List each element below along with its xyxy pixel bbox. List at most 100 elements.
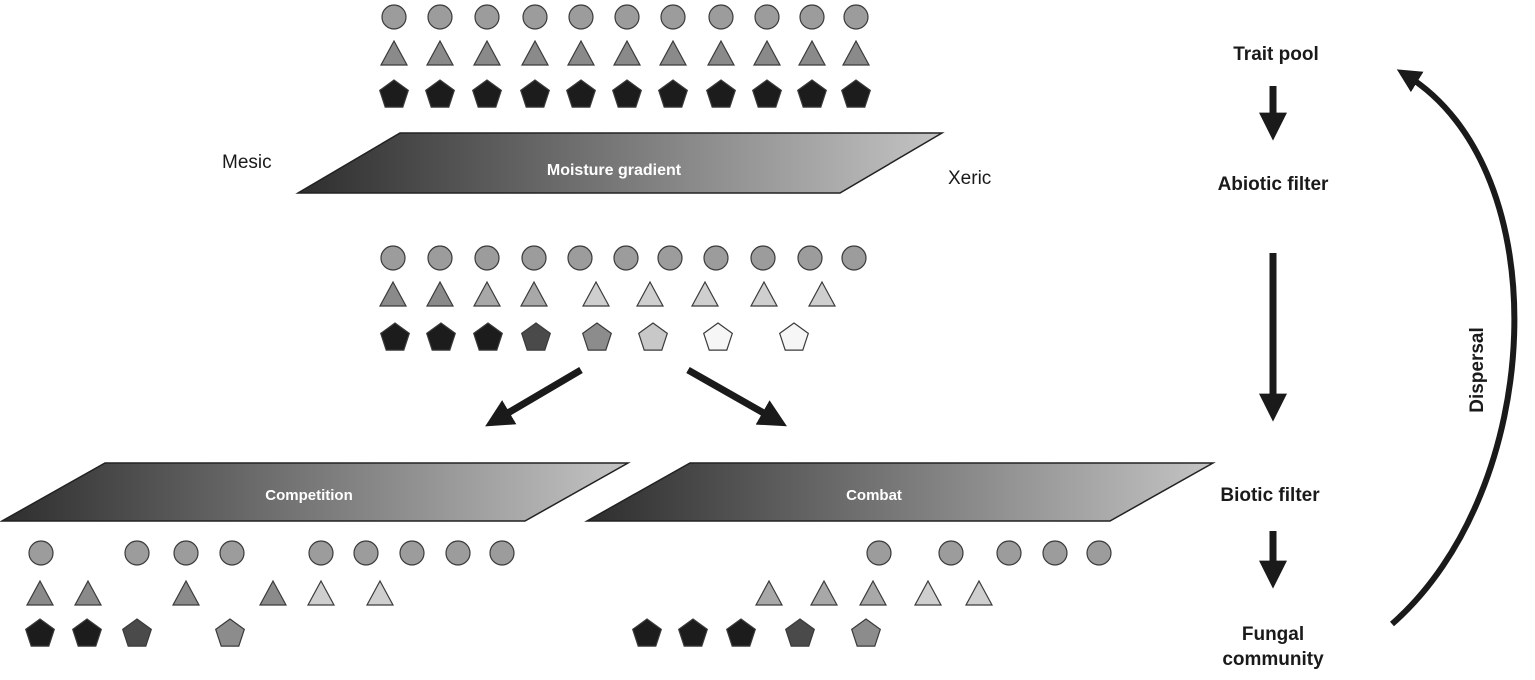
circle-icon	[568, 4, 594, 30]
circle-icon	[750, 245, 776, 271]
pentagon-icon	[705, 79, 737, 108]
dispersal-label: Dispersal	[1467, 327, 1488, 413]
circle-icon	[657, 245, 683, 271]
circle-icon	[843, 4, 869, 30]
triangle-icon	[809, 579, 839, 606]
triangle-icon	[964, 579, 994, 606]
pentagon-icon	[379, 322, 411, 351]
pentagon-icon	[796, 79, 828, 108]
triangle-icon	[425, 39, 455, 66]
arrow-to-combat	[686, 366, 787, 427]
circle-icon	[381, 4, 407, 30]
pentagon-icon	[751, 79, 783, 108]
pentagon-icon	[677, 618, 709, 647]
triangle-icon	[752, 39, 782, 66]
circle-icon	[474, 4, 500, 30]
pentagon-icon	[425, 322, 457, 351]
triangle-icon	[520, 39, 550, 66]
pentagon-icon	[850, 618, 882, 647]
triangle-icon	[706, 39, 736, 66]
pentagon-icon	[24, 618, 56, 647]
triangle-icon	[365, 579, 395, 606]
competition-outcome-shapes	[24, 540, 515, 647]
circle-icon	[797, 245, 823, 271]
circle-icon	[754, 4, 780, 30]
pentagon-icon	[631, 618, 663, 647]
pentagon-icon	[637, 322, 669, 351]
pentagon-icon	[471, 79, 503, 108]
circle-icon	[1086, 540, 1112, 566]
xeric-label: Xeric	[948, 168, 991, 189]
circle-icon	[522, 4, 548, 30]
triangle-icon	[25, 579, 55, 606]
abiotic-filter-label: Abiotic filter	[1218, 174, 1329, 195]
triangle-icon	[612, 39, 642, 66]
circle-icon	[938, 540, 964, 566]
triangle-icon	[658, 39, 688, 66]
arrow-to-competition	[485, 366, 583, 427]
pentagon-icon	[611, 79, 643, 108]
circle-icon	[399, 540, 425, 566]
triangle-icon	[519, 280, 549, 307]
pentagon-icon	[214, 618, 246, 647]
triangle-icon	[635, 280, 665, 307]
circle-icon	[173, 540, 199, 566]
triangle-icon	[73, 579, 103, 606]
fungal-community-label-line1: Fungal	[1242, 624, 1304, 645]
combat-band: Combat	[584, 462, 1216, 522]
triangle-icon	[171, 579, 201, 606]
circle-icon	[427, 4, 453, 30]
pentagon-icon	[778, 322, 810, 351]
trait-pool-shapes	[378, 4, 872, 108]
circle-icon	[474, 245, 500, 271]
triangle-icon	[754, 579, 784, 606]
circle-icon	[28, 540, 54, 566]
pentagon-icon	[520, 322, 552, 351]
moisture-gradient-label: Moisture gradient	[547, 162, 682, 179]
mesic-label: Mesic	[222, 152, 272, 173]
trait-pool-label: Trait pool	[1233, 44, 1319, 65]
triangle-icon	[690, 280, 720, 307]
triangle-icon	[472, 280, 502, 307]
circle-icon	[614, 4, 640, 30]
pentagon-icon	[424, 79, 456, 108]
fungal-community-label-line2: community	[1222, 649, 1324, 670]
combat-outcome-shapes	[631, 540, 1112, 647]
circle-icon	[308, 540, 334, 566]
circle-icon	[380, 245, 406, 271]
competition-label: Competition	[265, 487, 353, 504]
pentagon-icon	[784, 618, 816, 647]
pentagon-icon	[71, 618, 103, 647]
triangle-icon	[807, 280, 837, 307]
abiotic-filtered-shapes	[378, 245, 867, 351]
dispersal-arrow	[1390, 69, 1518, 627]
triangle-icon	[306, 579, 336, 606]
triangle-icon	[472, 39, 502, 66]
circle-icon	[489, 540, 515, 566]
circle-icon	[124, 540, 150, 566]
circle-icon	[996, 540, 1022, 566]
circle-icon	[866, 540, 892, 566]
circle-icon	[427, 245, 453, 271]
circle-icon	[799, 4, 825, 30]
pentagon-icon	[472, 322, 504, 351]
circle-icon	[613, 245, 639, 271]
triangle-icon	[913, 579, 943, 606]
pentagon-icon	[519, 79, 551, 108]
circle-icon	[353, 540, 379, 566]
triangle-icon	[797, 39, 827, 66]
triangle-icon	[566, 39, 596, 66]
combat-label: Combat	[846, 487, 902, 504]
circle-icon	[521, 245, 547, 271]
pentagon-icon	[378, 79, 410, 108]
pentagon-icon	[725, 618, 757, 647]
circle-icon	[660, 4, 686, 30]
moisture-gradient-band: Moisture gradient	[295, 132, 945, 194]
triangle-icon	[425, 280, 455, 307]
pentagon-icon	[581, 322, 613, 351]
circle-icon	[567, 245, 593, 271]
pentagon-icon	[657, 79, 689, 108]
competition-band: Competition	[0, 462, 631, 522]
circle-icon	[841, 245, 867, 271]
